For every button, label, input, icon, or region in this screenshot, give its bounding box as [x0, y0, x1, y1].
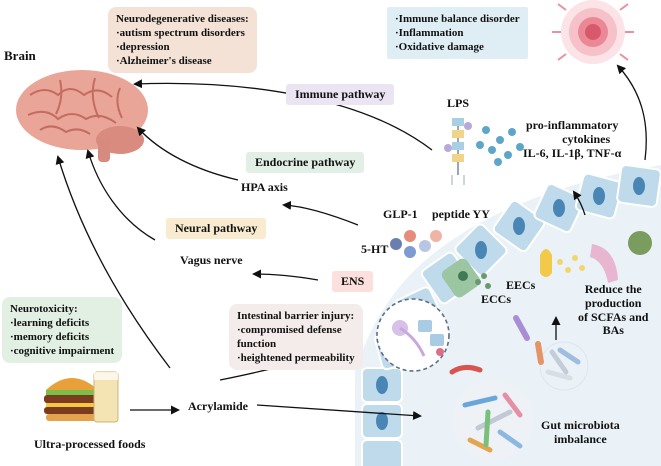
drink-icon [93, 371, 119, 423]
arrow-cytokines-to-immune-cell [616, 64, 647, 161]
immune-effects-box: ·Immune balance disorder ·Inflammation ·… [387, 7, 528, 59]
cytokines-line: cytokines [562, 131, 611, 146]
gut-microbiota-label: Gut microbiota imbalance [541, 418, 620, 447]
neurotoxicity-item: ·cognitive impairment [10, 345, 115, 357]
ens-neuron-icon [376, 298, 450, 372]
neurodegenerative-item: ·autism spectrum disorders [116, 27, 245, 39]
vesicle-icon [590, 244, 618, 283]
immune-effect-item: ·Inflammation [395, 27, 464, 39]
neurotoxicity-heading: Neurotoxicity: [10, 303, 78, 315]
lps-molecule-icon [444, 118, 472, 185]
eccs-label: ECCs [481, 292, 512, 306]
neurotoxicity-item: ·learning deficits [10, 317, 90, 329]
arrow-to-cytokines [572, 190, 586, 216]
barrier-item: ·heightened permeability [237, 352, 355, 364]
five-ht-label: 5-HT [361, 242, 389, 256]
cytokines-line: IL-6, IL-1β, TNF-α [523, 145, 622, 160]
intestinal-barrier-box: Intestinal barrier injury: ·compromised … [229, 304, 363, 370]
scfa-icon [540, 249, 585, 277]
hpa-axis-label: HPA axis [241, 180, 288, 194]
neurotoxicity-item: ·memory deficits [10, 331, 90, 343]
cytokine-dots [476, 126, 524, 166]
reduce-scfa-label: Reduce the production of SCFAs and BAs [578, 282, 649, 338]
barrier-item: ·compromised defense [237, 324, 342, 336]
neural-pathway-label: Neural pathway [166, 218, 267, 239]
brain-label: Brain [4, 48, 36, 63]
immune-effect-item: ·Immune balance disorder [395, 13, 520, 25]
gut-microbiota-icon [449, 315, 589, 460]
lps-label: LPS [447, 96, 470, 110]
immune-effect-item: ·Oxidative damage [395, 41, 484, 53]
ens-label: ENS [332, 271, 374, 292]
neurodegenerative-item: ·Alzheimer's disease [116, 55, 212, 67]
cytokines-line: pro-inflammatory [525, 118, 619, 132]
microbe-cluster-icon [628, 231, 652, 255]
arrow-acrylamide-to-microbiota [256, 404, 422, 421]
cytokines-label: pro-inflammatory cytokines IL-6, IL-1β, … [523, 118, 622, 160]
burger-icon [44, 378, 100, 421]
glp1-label: GLP-1 [383, 207, 418, 221]
gut-microbiota-line: Gut microbiota [541, 418, 620, 432]
arrow-hpa-to-brain [136, 126, 239, 181]
arrow-ens-to-vagus [252, 269, 319, 281]
hormone-dots [390, 230, 442, 258]
arrows [55, 64, 647, 421]
reduce-line: Reduce the [584, 282, 642, 296]
reduce-line: BAs [602, 323, 624, 338]
vagus-nerve-label: Vagus nerve [180, 253, 243, 267]
neurodegenerative-heading: Neurodegenerative diseases: [116, 13, 249, 25]
eecs-label: EECs [506, 278, 536, 292]
endocrine-pathway-label: Endocrine pathway [246, 152, 365, 173]
ultra-processed-foods-label: Ultra-processed foods [34, 437, 146, 451]
barrier-heading: Intestinal barrier injury: [237, 310, 355, 322]
brain-icon [16, 70, 148, 162]
immune-cell-icon [552, 0, 634, 64]
arrow-vagus-to-brain [85, 149, 156, 241]
reduce-line: production [585, 295, 642, 310]
arrow-5ht-to-hpa [282, 200, 359, 226]
neurotoxicity-box: Neurotoxicity: ·learning deficits ·memor… [2, 297, 123, 363]
reduce-line: of SCFAs and [578, 309, 649, 324]
arrow-acrylamide-to-brain [55, 155, 171, 369]
immune-pathway-label: Immune pathway [286, 84, 395, 105]
peptide-yy-label: peptide YY [432, 207, 490, 221]
acrylamide-label: Acrylamide [188, 399, 248, 413]
neurodegenerative-box: Neurodegenerative diseases: ·autism spec… [108, 7, 257, 73]
barrier-item: function [237, 338, 277, 350]
neurodegenerative-item: ·depression [116, 41, 170, 53]
gut-microbiota-line: imbalance [554, 431, 607, 446]
